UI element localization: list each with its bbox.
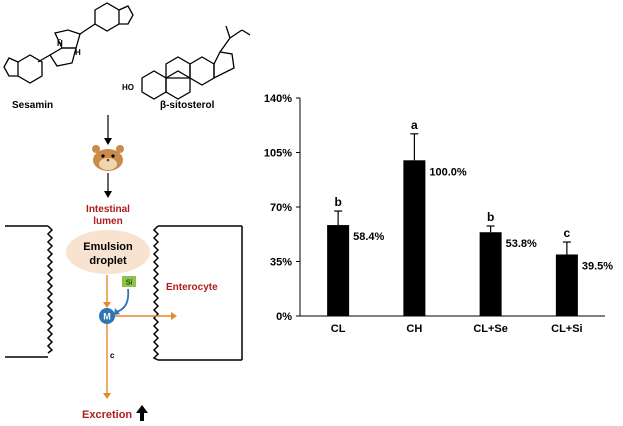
x-tick-label: CL <box>331 323 346 335</box>
sesamin-label: Sesamin <box>12 100 53 111</box>
significance-letter: a <box>411 118 418 132</box>
significance-letter: b <box>487 210 494 224</box>
enterocyte-label: Enterocyte <box>166 282 218 293</box>
x-tick-label: CH <box>406 323 422 335</box>
data-label: 39.5% <box>582 260 613 272</box>
bar-cl <box>327 225 350 316</box>
y-tick-label: 0% <box>276 311 292 323</box>
bar-cl-se <box>479 232 502 316</box>
up-arrow-icon <box>136 405 148 421</box>
si-label: Si <box>126 280 133 287</box>
y-tick-label: 140% <box>264 93 292 105</box>
left-villus-wall <box>5 225 54 358</box>
m-circle <box>99 308 115 324</box>
significance-letter: b <box>334 195 341 209</box>
c-label: c <box>110 351 115 360</box>
sitosterol-label: β-sitosterol <box>160 100 215 111</box>
enterocyte-wall <box>152 225 243 361</box>
sesamin-h-atom: H̄ <box>57 39 63 48</box>
bar-ch <box>403 160 426 316</box>
y-tick-label: 70% <box>270 202 292 214</box>
bar-chart: 0% 35% 70% 105% 140% b 58.4% CL a 100.0% CH b 53.8%… <box>264 93 613 335</box>
bar-cl-si <box>555 254 578 316</box>
data-label: 53.8% <box>506 238 537 250</box>
data-label: 58.4% <box>353 231 384 243</box>
si-box <box>122 276 136 287</box>
emulsion-label-line2: droplet <box>89 255 127 267</box>
x-tick-label: CL+Si <box>551 323 582 335</box>
x-tick-label: CL+Se <box>473 323 508 335</box>
sesamin-structure <box>3 2 134 84</box>
y-tick-label: 35% <box>270 257 292 269</box>
y-tick-label: 105% <box>264 148 292 160</box>
intestinal-lumen-label-line2: lumen <box>93 216 122 227</box>
sitosterol-structure <box>141 25 250 100</box>
mechanism-scheme: H̄ H Sesamin HO β-sitosterol Intestinal … <box>3 2 250 421</box>
sesamin-h-atom-2: H <box>75 48 81 57</box>
m-label: M <box>103 312 111 322</box>
hamster-icon <box>92 145 124 171</box>
data-label: 100.0% <box>429 166 467 178</box>
emulsion-droplet <box>66 230 150 274</box>
emulsion-label-line1: Emulsion <box>83 241 133 253</box>
ho-label: HO <box>122 83 134 92</box>
excretion-label: Excretion <box>82 409 132 421</box>
intestinal-lumen-label-line1: Intestinal <box>86 204 130 215</box>
significance-letter: c <box>564 226 571 240</box>
